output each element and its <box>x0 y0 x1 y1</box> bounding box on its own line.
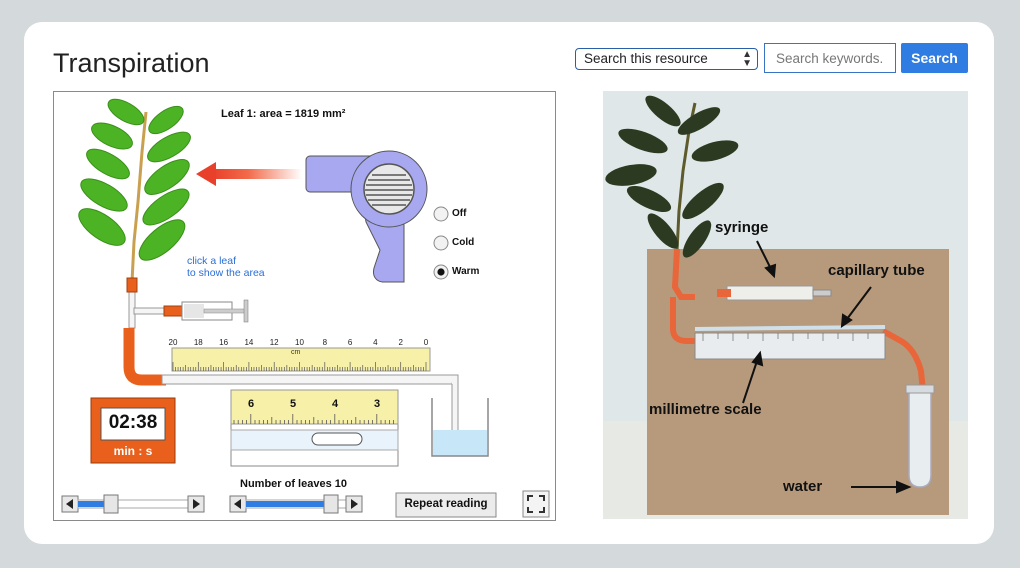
photo-plant-leaves <box>605 95 739 258</box>
zoom-tick-label: 6 <box>247 398 255 410</box>
search-scope-select[interactable]: Search this resource ▲▼ <box>575 48 758 70</box>
leaf[interactable] <box>88 118 136 155</box>
leaf[interactable] <box>82 143 134 184</box>
zoom-tick-label: 3 <box>373 398 381 410</box>
leaf[interactable] <box>144 101 187 139</box>
zoom-window <box>230 389 399 467</box>
ruler-tick-label: 10 <box>295 338 304 347</box>
main-ruler <box>171 347 431 372</box>
leaf[interactable] <box>73 202 131 253</box>
leaves-count-label: Number of leaves 10 <box>240 478 347 490</box>
repeat-reading-button-bg[interactable] <box>395 492 497 518</box>
zoom-tick-label: 4 <box>331 398 339 410</box>
ruler-tick-label: 2 <box>398 338 403 347</box>
airflow-arrowhead <box>196 162 216 186</box>
simulation-drawing <box>61 94 550 518</box>
leaf-hint-line2: to show the area <box>187 267 265 279</box>
select-arrows-icon: ▲▼ <box>742 49 752 69</box>
photo-ruler <box>694 332 886 360</box>
radio-off-label: Off <box>452 208 467 219</box>
leaf[interactable] <box>139 153 194 201</box>
ruler-tick-label: 6 <box>347 338 353 347</box>
radio-warm-label: Warm <box>452 266 480 277</box>
airflow-arrow <box>212 169 302 179</box>
timer-value: 02:38 <box>108 412 158 433</box>
radio-off[interactable] <box>433 206 449 222</box>
water-beaker <box>431 398 489 457</box>
leaf[interactable] <box>143 126 195 167</box>
leaf[interactable] <box>138 183 195 232</box>
search-button[interactable]: Search <box>901 43 968 73</box>
apparatus-photo: syringe capillary tube millimetre scale … <box>603 91 968 519</box>
repeat-reading-button[interactable]: Repeat reading <box>404 498 488 510</box>
tubing <box>123 277 459 438</box>
leaves-slider[interactable] <box>229 494 363 514</box>
radio-warm[interactable] <box>433 264 449 280</box>
plant-leaves[interactable] <box>73 94 195 267</box>
test-tube <box>908 391 932 488</box>
syringe-label: syringe <box>715 219 769 236</box>
radio-cold[interactable] <box>433 235 449 251</box>
search-input[interactable]: Search keywords. <box>764 43 896 73</box>
fan-speed-slider[interactable] <box>61 494 205 514</box>
leaf-area-label: Leaf 1: area = 1819 mm² <box>221 108 346 120</box>
page-title: Transpiration <box>53 48 210 78</box>
search-scope-value: Search this resource <box>584 51 708 66</box>
hair-dryer <box>305 150 428 283</box>
ruler-tick-label: 12 <box>269 338 279 347</box>
leaf[interactable] <box>133 213 191 267</box>
timer-unit: min : s <box>113 444 153 458</box>
photo-annotation-arrows <box>742 240 912 494</box>
ruler-tick-label: 4 <box>373 338 378 347</box>
simulation-panel: Leaf 1: area = 1819 mm² click a leaf to … <box>53 91 556 521</box>
zoom-tick-label: 5 <box>289 398 297 410</box>
ruler-tick-label: 0 <box>423 338 429 347</box>
apparatus-photo-drawing <box>603 91 968 519</box>
ruler-tick-label: 8 <box>322 338 328 347</box>
ruler-tick-label: 18 <box>193 338 203 347</box>
plant-stem <box>130 111 148 283</box>
millimetre-scale-label: millimetre scale <box>649 401 762 418</box>
ruler-tick-label: 16 <box>219 338 229 347</box>
fullscreen-icon[interactable] <box>522 490 550 518</box>
ruler-unit: cm <box>291 349 301 356</box>
water-label: water <box>783 478 823 495</box>
leaf-hint-line1: click a leaf <box>187 255 237 267</box>
capillary-tube-label: capillary tube <box>828 262 925 279</box>
ruler-tick-label: 20 <box>168 338 178 347</box>
leaf[interactable] <box>76 172 132 217</box>
ruler-tick-label: 14 <box>244 338 254 347</box>
leaf[interactable] <box>104 94 148 130</box>
timer <box>90 397 176 464</box>
radio-cold-label: Cold <box>452 237 475 248</box>
